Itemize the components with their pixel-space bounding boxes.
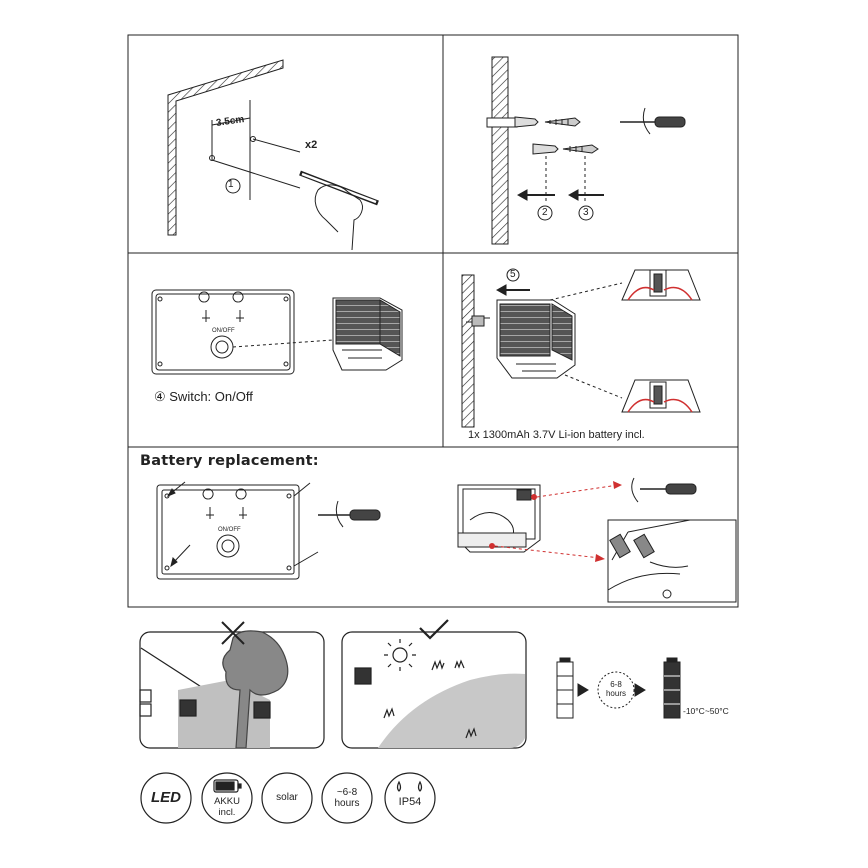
feature-badges: [140, 772, 436, 824]
charge-graphic: [556, 657, 681, 719]
step1-number: 1: [228, 179, 234, 190]
badge-hours-line2: hours: [334, 798, 360, 809]
badge-led: [140, 772, 192, 824]
badge-led-text: LED: [151, 789, 181, 806]
panel-battery-open: [457, 477, 737, 603]
badge-hours-line1: ~6-8: [336, 787, 358, 798]
badge-solar-text: solar: [276, 792, 298, 803]
temperature-range: -10°C~50°C: [683, 706, 729, 716]
step2-number: 2: [542, 207, 548, 218]
step3-number: 3: [583, 207, 589, 218]
panel-step1-marking: [167, 59, 379, 251]
badge-solar: [261, 772, 313, 824]
step5-number: 5: [510, 269, 516, 280]
panel-steps2-3-drilling: [486, 56, 686, 245]
badge-akku-line2: incl.: [218, 807, 236, 818]
badge-ip: [384, 772, 436, 824]
switch-label-bottom: ON/OFF: [218, 527, 241, 533]
panel-battery-backplate: [156, 481, 381, 580]
panel-step4-switch: [151, 289, 403, 375]
switch-label-top: ON/OFF: [212, 328, 235, 334]
charge-hours-top: 6-8: [610, 680, 622, 689]
charge-hours-bottom: hours: [605, 689, 626, 698]
badge-akku: [201, 772, 253, 824]
placement-correct: [341, 619, 527, 749]
badge-akku-text: AKKU incl.: [202, 796, 252, 818]
badge-akku-line1: AKKU: [214, 796, 240, 807]
charge-hours: 6-8 hours: [596, 680, 636, 698]
placement-wrong: [139, 621, 325, 749]
step4-switch-caption: ④ Switch: On/Off: [154, 389, 253, 404]
badge-ip-text: IP54: [398, 796, 422, 808]
panel-step5-mounting: [461, 268, 701, 428]
badge-hours-text: ~6-8 hours: [322, 787, 372, 809]
battery-note: 1x 1300mAh 3.7V Li-ion battery incl.: [468, 429, 645, 441]
battery-replacement-title: Battery replacement:: [140, 453, 319, 469]
badge-hours: [321, 772, 373, 824]
repeat-label: x2: [305, 139, 318, 151]
instruction-grid: [127, 34, 739, 608]
